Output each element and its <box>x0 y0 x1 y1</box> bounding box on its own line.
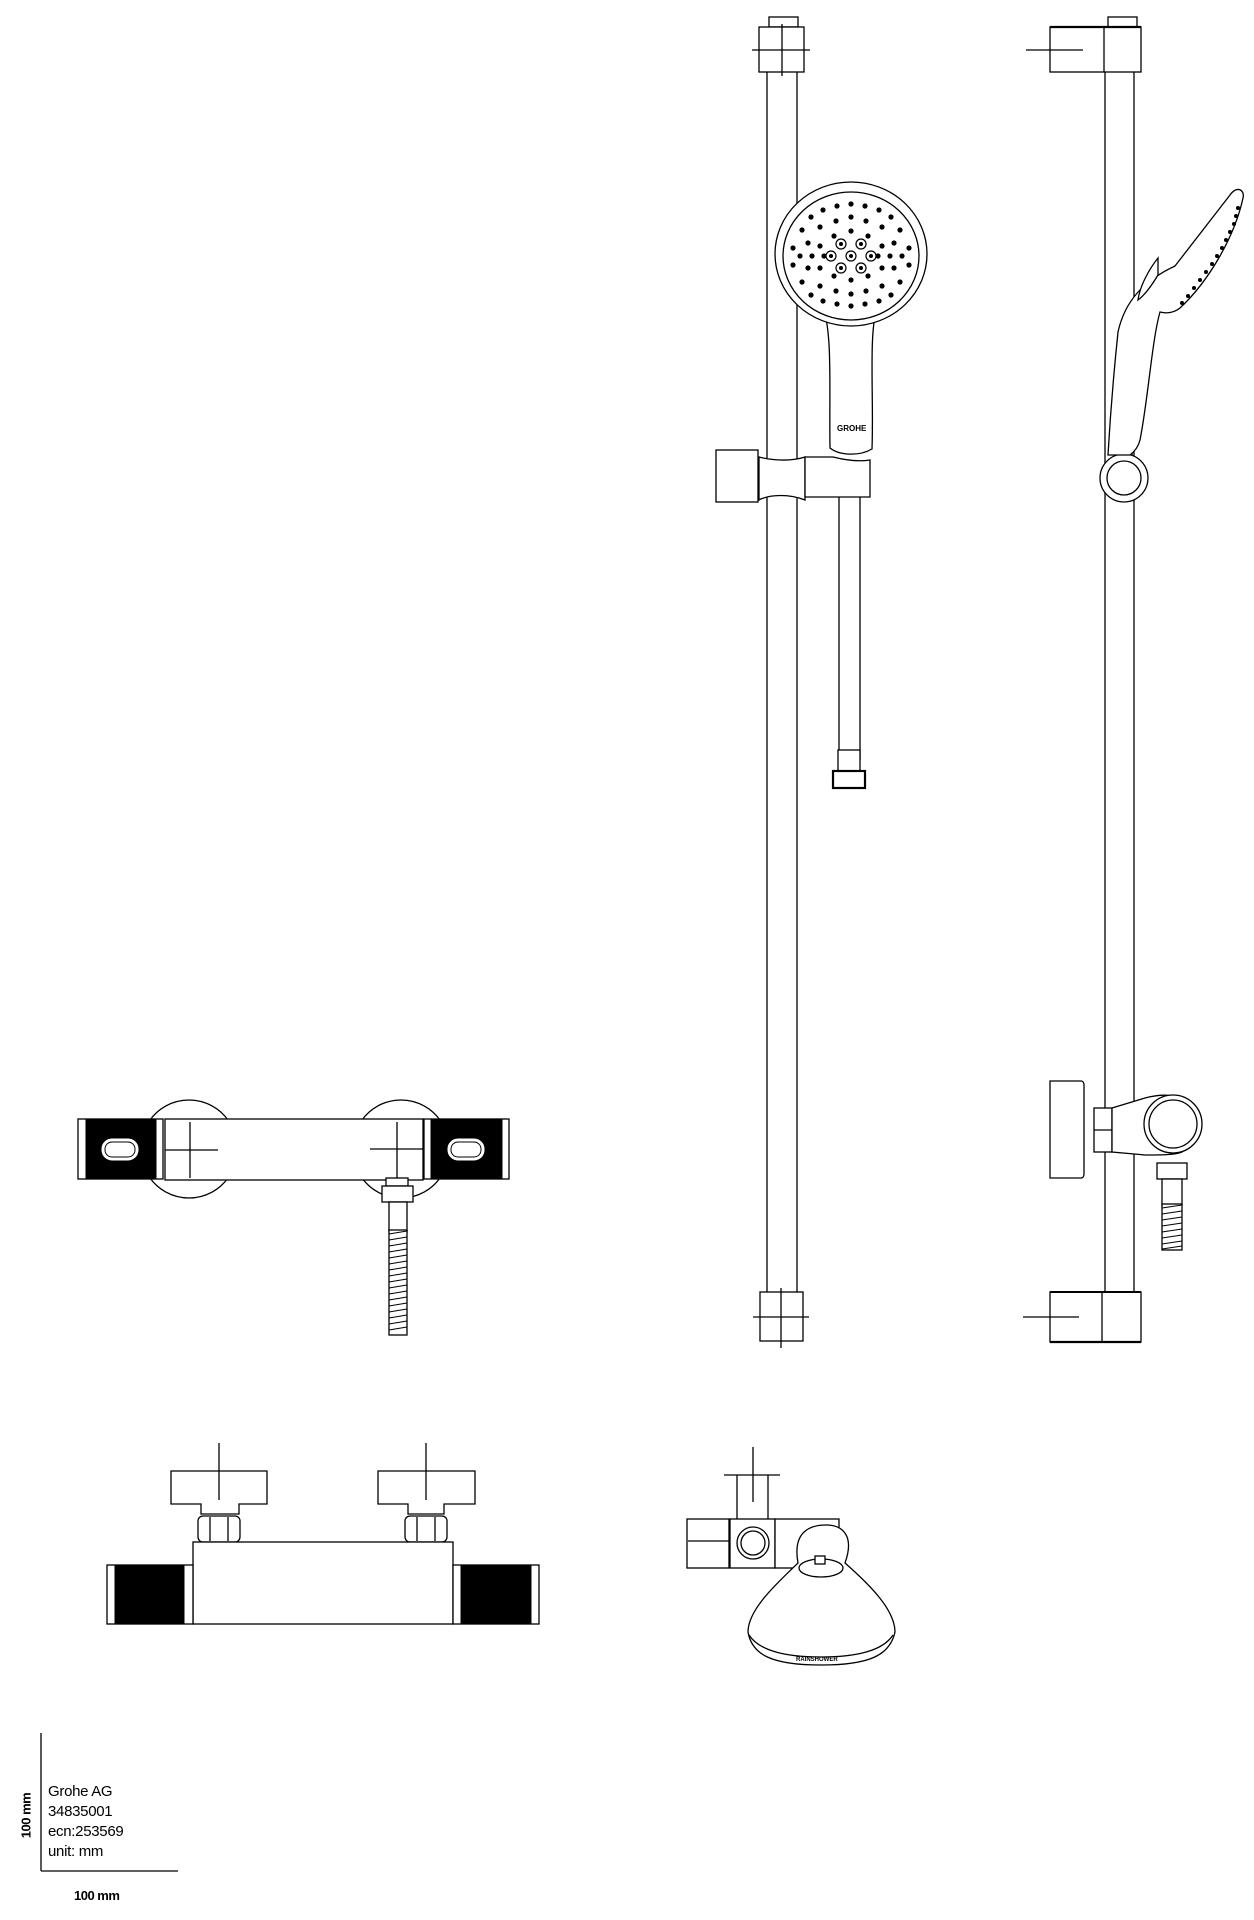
horizontal-scale-label: 100 mm <box>74 1888 120 1903</box>
vertical-scale-label: 100 mm <box>18 1792 34 1839</box>
legend-ecn: ecn:253569 <box>48 1823 124 1840</box>
legend-block: Grohe AG 34835001 ecn:253569 unit: mm <box>48 1782 124 1862</box>
rail-front-view: GROHE <box>715 16 928 1348</box>
spray-nozzles <box>790 201 912 309</box>
handshower-top-view: RAINSHOWER <box>686 1447 896 1666</box>
legend-article-number: 34835001 <box>48 1803 113 1820</box>
mixer-top-view <box>77 1099 510 1336</box>
grohe-logo-mark: GROHE <box>837 424 867 433</box>
legend-unit: unit: mm <box>48 1843 104 1860</box>
center-nozzles <box>825 238 877 274</box>
scale-legend <box>40 1733 178 1872</box>
legend-company: Grohe AG <box>48 1783 113 1800</box>
rail-side-view <box>1023 16 1244 1344</box>
mixer-front-view <box>106 1443 540 1625</box>
brand-mark: RAINSHOWER <box>796 1657 838 1663</box>
